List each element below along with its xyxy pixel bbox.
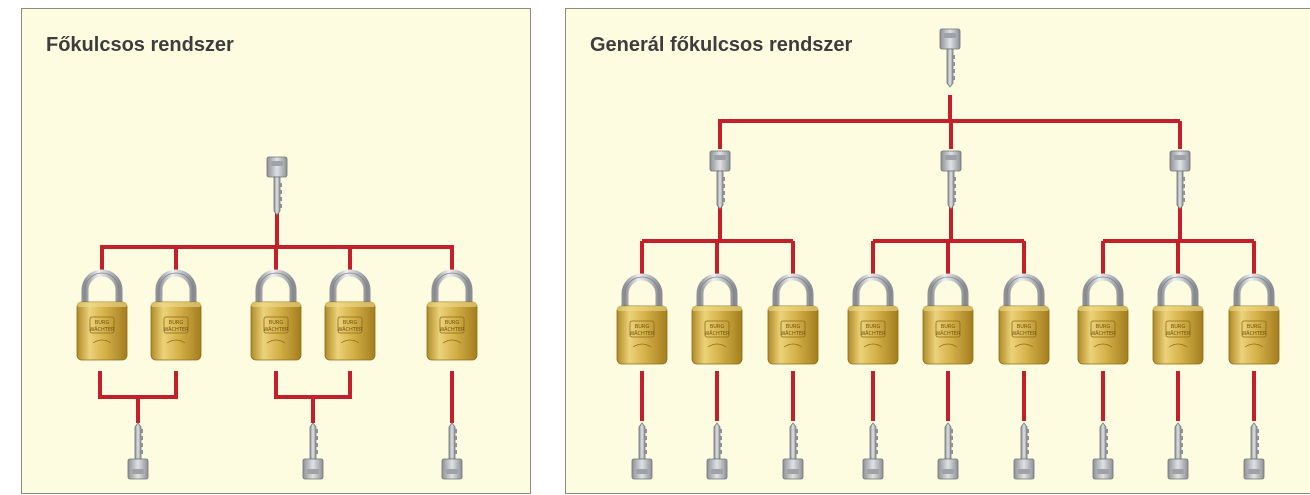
lock-brand-text: WÄCHTER bbox=[630, 330, 655, 337]
key-icon bbox=[266, 156, 288, 216]
lock-brand-text: WÄCHTER bbox=[861, 330, 886, 337]
lock-brand-text: BURG bbox=[866, 324, 881, 330]
lock-brand-text: WÄCHTER bbox=[1242, 330, 1267, 337]
lock-brand-text: BURG bbox=[1247, 324, 1262, 330]
key-icon bbox=[127, 422, 149, 480]
lock-brand-text: WÄCHTER bbox=[338, 326, 363, 333]
lock-brand-text: WÄCHTER bbox=[440, 326, 465, 333]
lock-brand-text: WÄCHTER bbox=[936, 330, 961, 337]
lock-brand-text: WÄCHTER bbox=[164, 326, 189, 333]
lock-brand-text: BURG bbox=[941, 324, 956, 330]
lock-brand-text: WÄCHTER bbox=[264, 326, 289, 333]
connector-line bbox=[98, 371, 178, 399]
panel-title: Főkulcsos rendszer bbox=[46, 34, 234, 56]
connector-line bbox=[274, 371, 352, 399]
lock-brand-text: WÄCHTER bbox=[705, 330, 730, 337]
key-icon bbox=[862, 422, 884, 480]
lock-brand-text: BURG bbox=[169, 320, 184, 326]
key-icon bbox=[441, 422, 463, 480]
lock-brand-text: WÄCHTER bbox=[1091, 330, 1116, 337]
key-icon bbox=[631, 422, 653, 480]
lock-brand-text: BURG bbox=[343, 320, 358, 326]
lock-brand-text: BURG bbox=[95, 320, 110, 326]
lock-brand-text: BURG bbox=[635, 324, 650, 330]
lock-brand-text: BURG bbox=[1017, 324, 1032, 330]
key-icon bbox=[1243, 422, 1265, 480]
key-icon bbox=[1013, 422, 1035, 480]
master-key-diagram: BURGWÄCHTERBURGWÄCHTERBURGWÄCHTERBURGWÄC… bbox=[76, 156, 478, 480]
key-icon bbox=[782, 422, 804, 480]
lock-brand-text: WÄCHTER bbox=[1012, 330, 1037, 337]
lock-brand-text: WÄCHTER bbox=[781, 330, 806, 337]
grand-master-key-diagram: BURGWÄCHTERBURGWÄCHTERBURGWÄCHTERBURGWÄC… bbox=[616, 28, 1280, 480]
panel-title: Generál főkulcsos rendszer bbox=[590, 34, 853, 56]
lock-brand-text: BURG bbox=[786, 324, 801, 330]
lock-brand-text: BURG bbox=[1171, 324, 1186, 330]
key-icon bbox=[940, 150, 962, 210]
key-icon bbox=[1167, 422, 1189, 480]
lock-brand-text: BURG bbox=[445, 320, 460, 326]
lock-brand-text: WÄCHTER bbox=[90, 326, 115, 333]
lock-brand-text: WÄCHTER bbox=[1166, 330, 1191, 337]
key-icon bbox=[1092, 422, 1114, 480]
lock-brand-text: BURG bbox=[1096, 324, 1111, 330]
key-icon bbox=[939, 28, 961, 88]
key-icon bbox=[937, 422, 959, 480]
key-icon bbox=[706, 422, 728, 480]
key-icon bbox=[709, 150, 731, 210]
lock-brand-text: BURG bbox=[710, 324, 725, 330]
lock-brand-text: BURG bbox=[269, 320, 284, 326]
key-icon bbox=[1169, 150, 1191, 210]
key-icon bbox=[302, 422, 324, 480]
